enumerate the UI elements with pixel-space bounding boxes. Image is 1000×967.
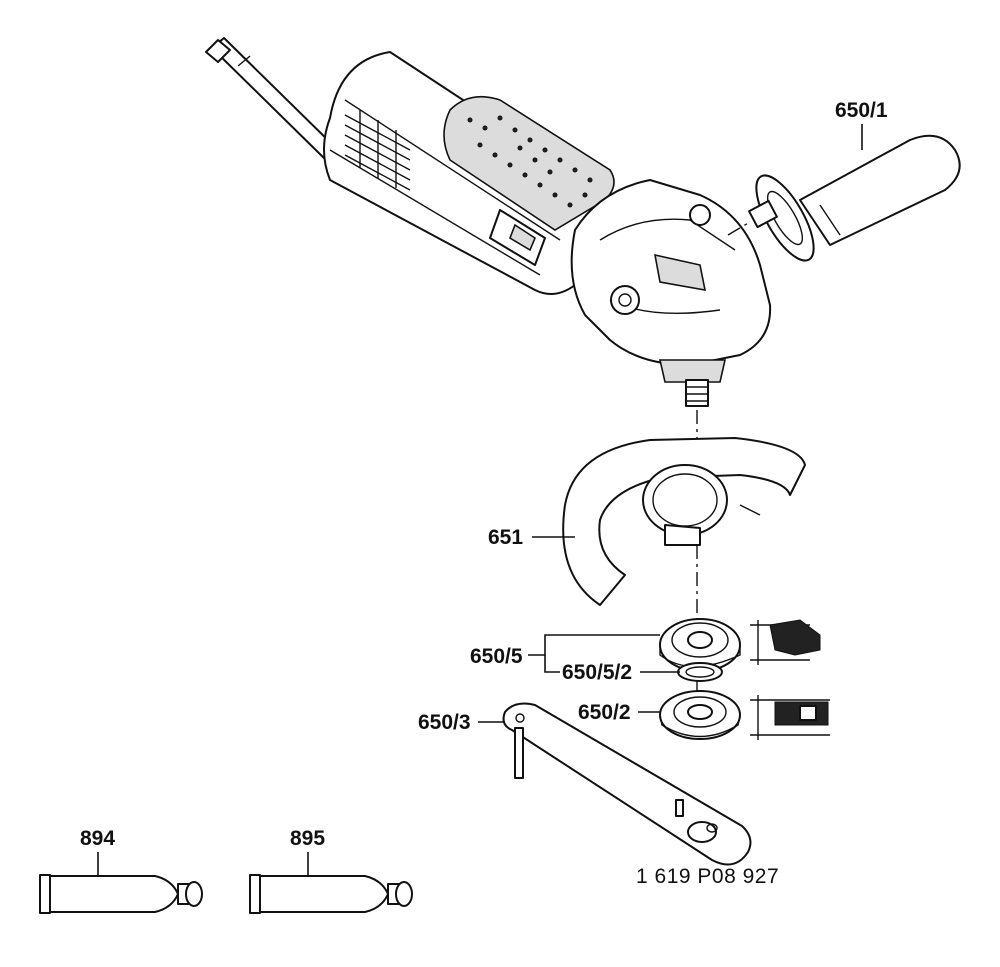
power-cord — [205, 37, 339, 161]
angle-grinder — [205, 37, 772, 407]
label-650-1: 650/1 — [835, 99, 888, 122]
label-650-3: 650/3 — [418, 711, 471, 734]
leader-650-5-2 — [544, 655, 560, 673]
gear-head — [570, 179, 772, 366]
auxiliary-handle — [748, 134, 961, 262]
spindle — [658, 359, 727, 407]
label-895: 895 — [290, 827, 326, 850]
label-650-2: 650/2 — [578, 701, 631, 724]
handle-axis — [727, 221, 751, 236]
o-ring — [677, 662, 723, 682]
flange-profile-icon — [750, 695, 830, 740]
grip-texture — [443, 95, 615, 231]
spanner-part-number: 1 619 P08 927 — [636, 865, 780, 888]
label-650-5: 650/5 — [470, 645, 523, 668]
label-650-5-2: 650/5/2 — [562, 661, 633, 684]
leader-lines — [97, 124, 863, 876]
on-off-switch — [489, 209, 546, 266]
wheel-guard — [562, 437, 806, 606]
grease-tube-894 — [39, 874, 203, 914]
mounting-flange — [659, 690, 741, 740]
nut-profile-icon — [750, 619, 821, 665]
label-651: 651 — [488, 526, 524, 549]
vent-slots — [344, 110, 411, 191]
grease-tube-895 — [249, 874, 413, 914]
leader-650-5 — [528, 634, 660, 656]
label-894: 894 — [80, 827, 116, 850]
pin-spanner — [502, 702, 752, 866]
